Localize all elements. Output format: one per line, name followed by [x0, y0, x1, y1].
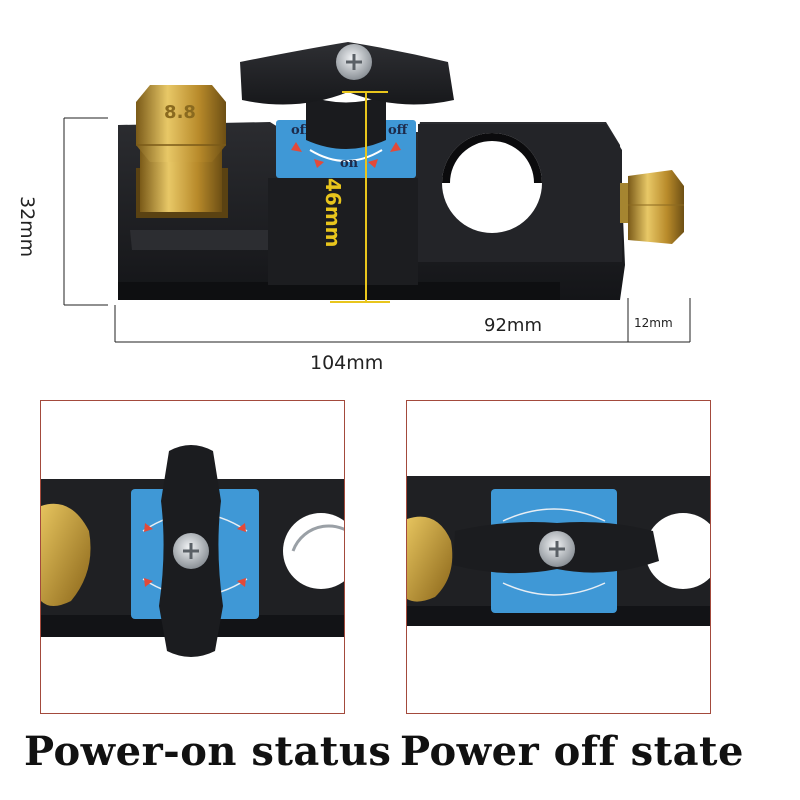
caption-power-off: Power off state: [400, 728, 744, 775]
dimension-height: 32mm: [16, 196, 38, 258]
plate-label-off-right: off: [388, 123, 409, 138]
caption-power-on: Power-on status: [24, 728, 392, 775]
dimension-handle-height: 46mm: [321, 178, 345, 248]
battery-disconnect-switch-photo: 8.8 off off on: [63, 42, 691, 343]
power-on-panel: [40, 400, 345, 714]
power-off-photo: [407, 476, 710, 626]
mounting-hole: [442, 133, 542, 233]
right-hex-bolt: [620, 170, 684, 244]
dimension-body-length: 92mm: [484, 315, 542, 336]
switch-body: [118, 122, 684, 300]
brass-terminal-bolt: 8.8: [136, 85, 228, 218]
dimension-bolt-length: 12mm: [634, 316, 673, 330]
dimension-lines: [63, 117, 691, 343]
dimension-total-length: 104mm: [310, 352, 384, 374]
power-on-photo: [41, 445, 344, 657]
height-marker: [330, 91, 390, 303]
plate-label-on: on: [340, 156, 359, 171]
svg-text:8.8: 8.8: [164, 102, 196, 123]
power-off-panel: [406, 400, 711, 714]
